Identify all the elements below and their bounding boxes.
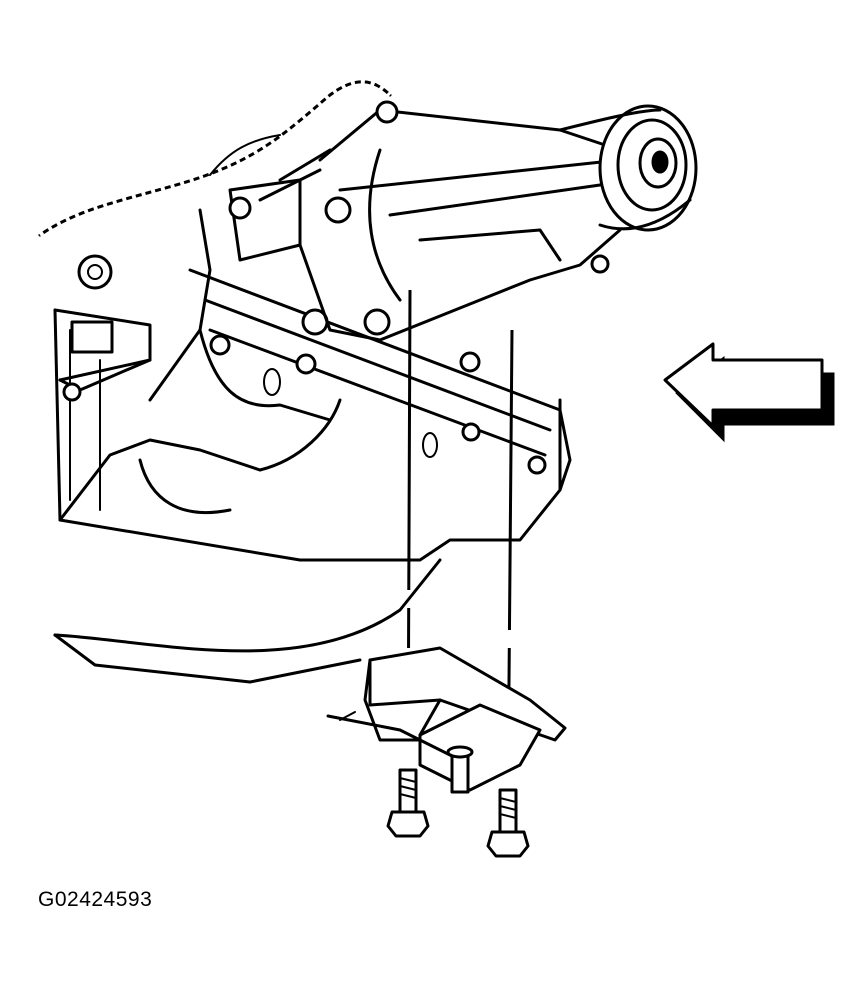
arrow-left-icon	[663, 342, 835, 443]
transmission-mount	[326, 646, 567, 794]
bolt-head	[209, 334, 231, 356]
pan-flange-rail	[53, 268, 572, 492]
pan-bolts	[62, 308, 547, 475]
pan-holes	[263, 368, 438, 458]
bolt-head	[527, 455, 547, 475]
oil-filler-cap	[77, 254, 113, 290]
bolt-head	[461, 422, 481, 442]
bolt-head	[295, 353, 317, 375]
bolt-head	[62, 382, 82, 402]
wiring-harness	[35, 74, 395, 241]
transmission-housing	[77, 100, 622, 342]
bolt-head	[363, 308, 391, 336]
figure-code-label: G02424593	[38, 888, 153, 911]
mount-bolt-right	[486, 788, 530, 858]
output-yoke	[558, 104, 698, 232]
mount-bolt-left	[386, 768, 430, 838]
engine-oil-pan	[53, 208, 562, 684]
bolt-head	[459, 351, 481, 373]
